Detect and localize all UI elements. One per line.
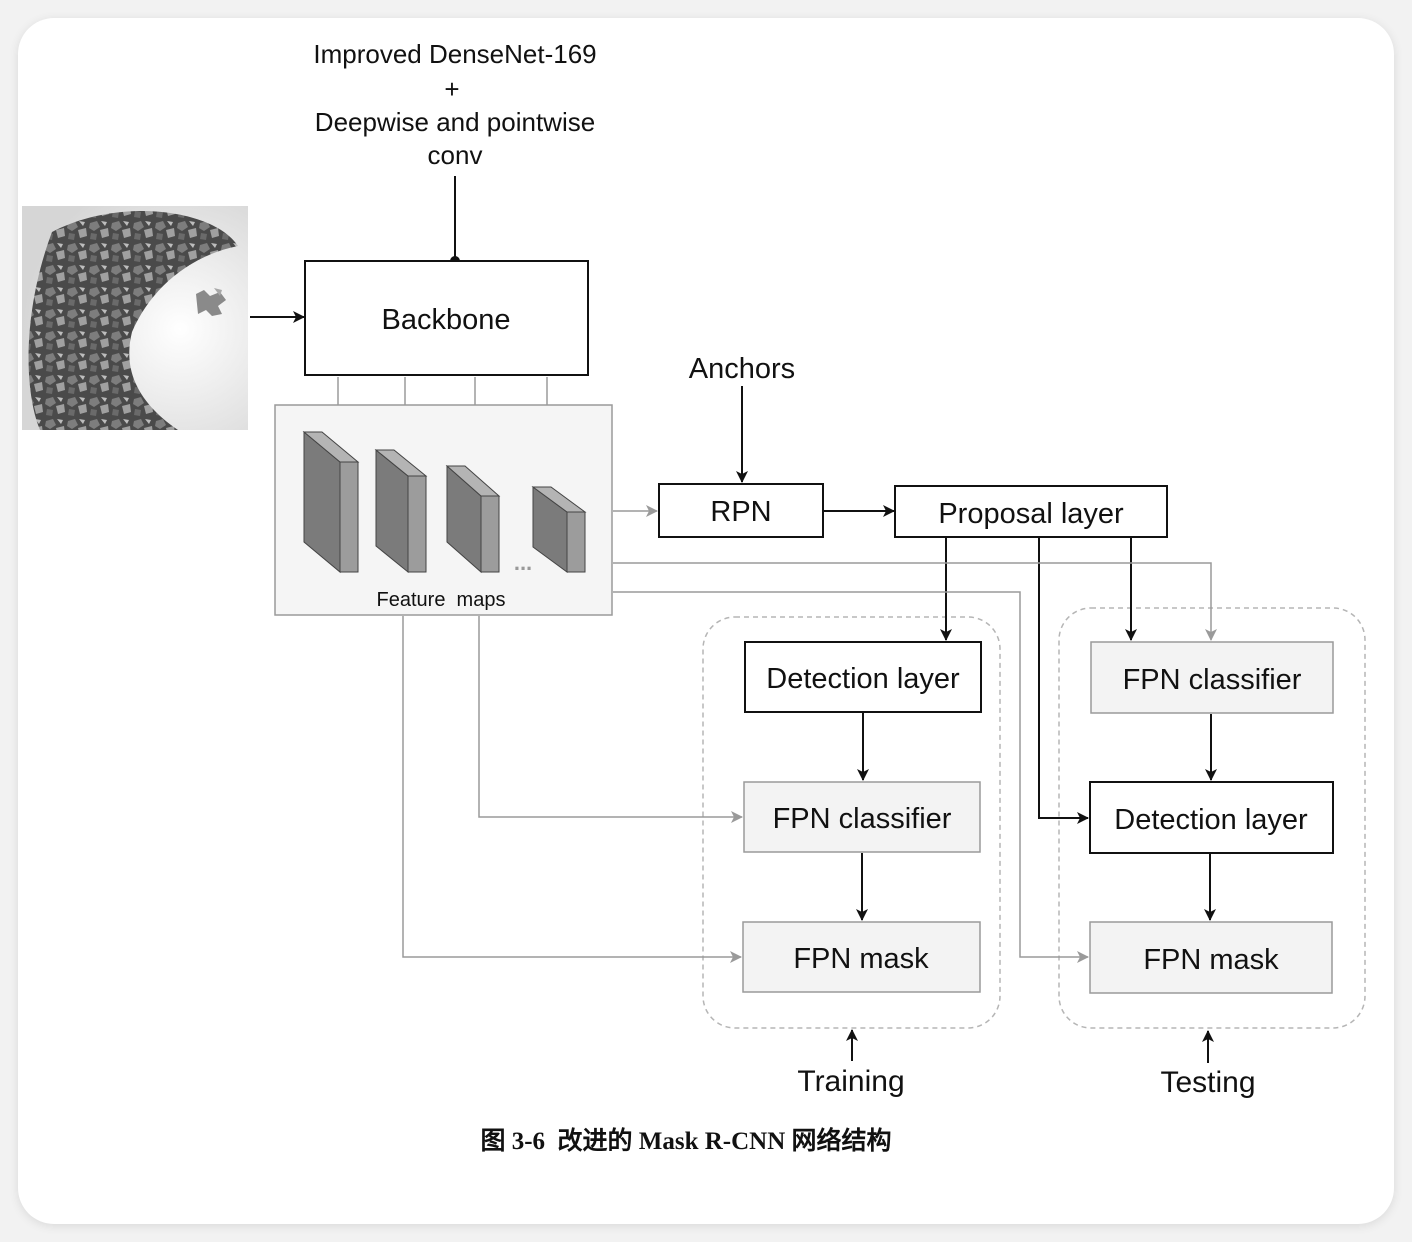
feature-maps-label: Feature maps bbox=[377, 589, 506, 611]
rpn-label: RPN bbox=[710, 496, 771, 528]
rpn-box: RPN bbox=[658, 483, 824, 538]
testing-fpn-classifier-label: FPN classifier bbox=[1123, 664, 1302, 696]
proposal-output-arrows bbox=[940, 538, 1137, 824]
testing-group-outline bbox=[1058, 607, 1366, 1029]
figure-caption: 图 3-6 改进的 Mask R-CNN 网络结构 bbox=[480, 1126, 891, 1155]
testing-label: Testing bbox=[1160, 1066, 1255, 1099]
feature-maps-ellipsis: ... bbox=[514, 550, 532, 575]
pipeline-arrows bbox=[856, 713, 1217, 921]
testing-detection-layer-label: Detection layer bbox=[1114, 804, 1308, 836]
input-image bbox=[22, 206, 248, 430]
training-fpn-classifier-box: FPN classifier bbox=[743, 781, 981, 853]
anchors-label: Anchors bbox=[689, 353, 795, 385]
training-detection-layer-box: Detection layer bbox=[744, 641, 982, 713]
testing-detection-layer-box: Detection layer bbox=[1089, 781, 1334, 854]
training-label: Training bbox=[797, 1065, 904, 1098]
backbone-description: Improved DenseNet-169 + Deepwise and poi… bbox=[313, 39, 596, 170]
training-fpn-mask-label: FPN mask bbox=[793, 943, 929, 975]
training-detection-layer-label: Detection layer bbox=[766, 663, 960, 695]
backbone-desc-line-1: Improved DenseNet-169 bbox=[313, 39, 596, 69]
training-fpn-classifier-label: FPN classifier bbox=[773, 803, 952, 835]
backbone-box: Backbone bbox=[304, 260, 589, 376]
backbone-desc-line-4: conv bbox=[428, 140, 483, 170]
feature-map-3 bbox=[445, 464, 501, 574]
backbone-label: Backbone bbox=[382, 304, 511, 336]
proposal-layer-label: Proposal layer bbox=[938, 498, 1124, 530]
feature-map-1 bbox=[302, 430, 360, 574]
testing-fpn-mask-label: FPN mask bbox=[1143, 944, 1279, 976]
backbone-desc-line-2: + bbox=[444, 74, 459, 104]
training-fpn-mask-box: FPN mask bbox=[742, 921, 981, 993]
training-group-outline bbox=[702, 616, 1001, 1029]
backbone-desc-line-3: Deepwise and pointwise bbox=[315, 107, 595, 137]
proposal-layer-box: Proposal layer bbox=[894, 485, 1168, 538]
feature-map-2 bbox=[374, 448, 428, 574]
testing-fpn-classifier-box: FPN classifier bbox=[1090, 641, 1334, 714]
testing-fpn-mask-box: FPN mask bbox=[1089, 921, 1333, 994]
feature-map-4 bbox=[531, 486, 587, 573]
feature-maps-panel: ... Feature maps bbox=[274, 404, 613, 616]
feature-map-connections bbox=[402, 562, 1217, 963]
